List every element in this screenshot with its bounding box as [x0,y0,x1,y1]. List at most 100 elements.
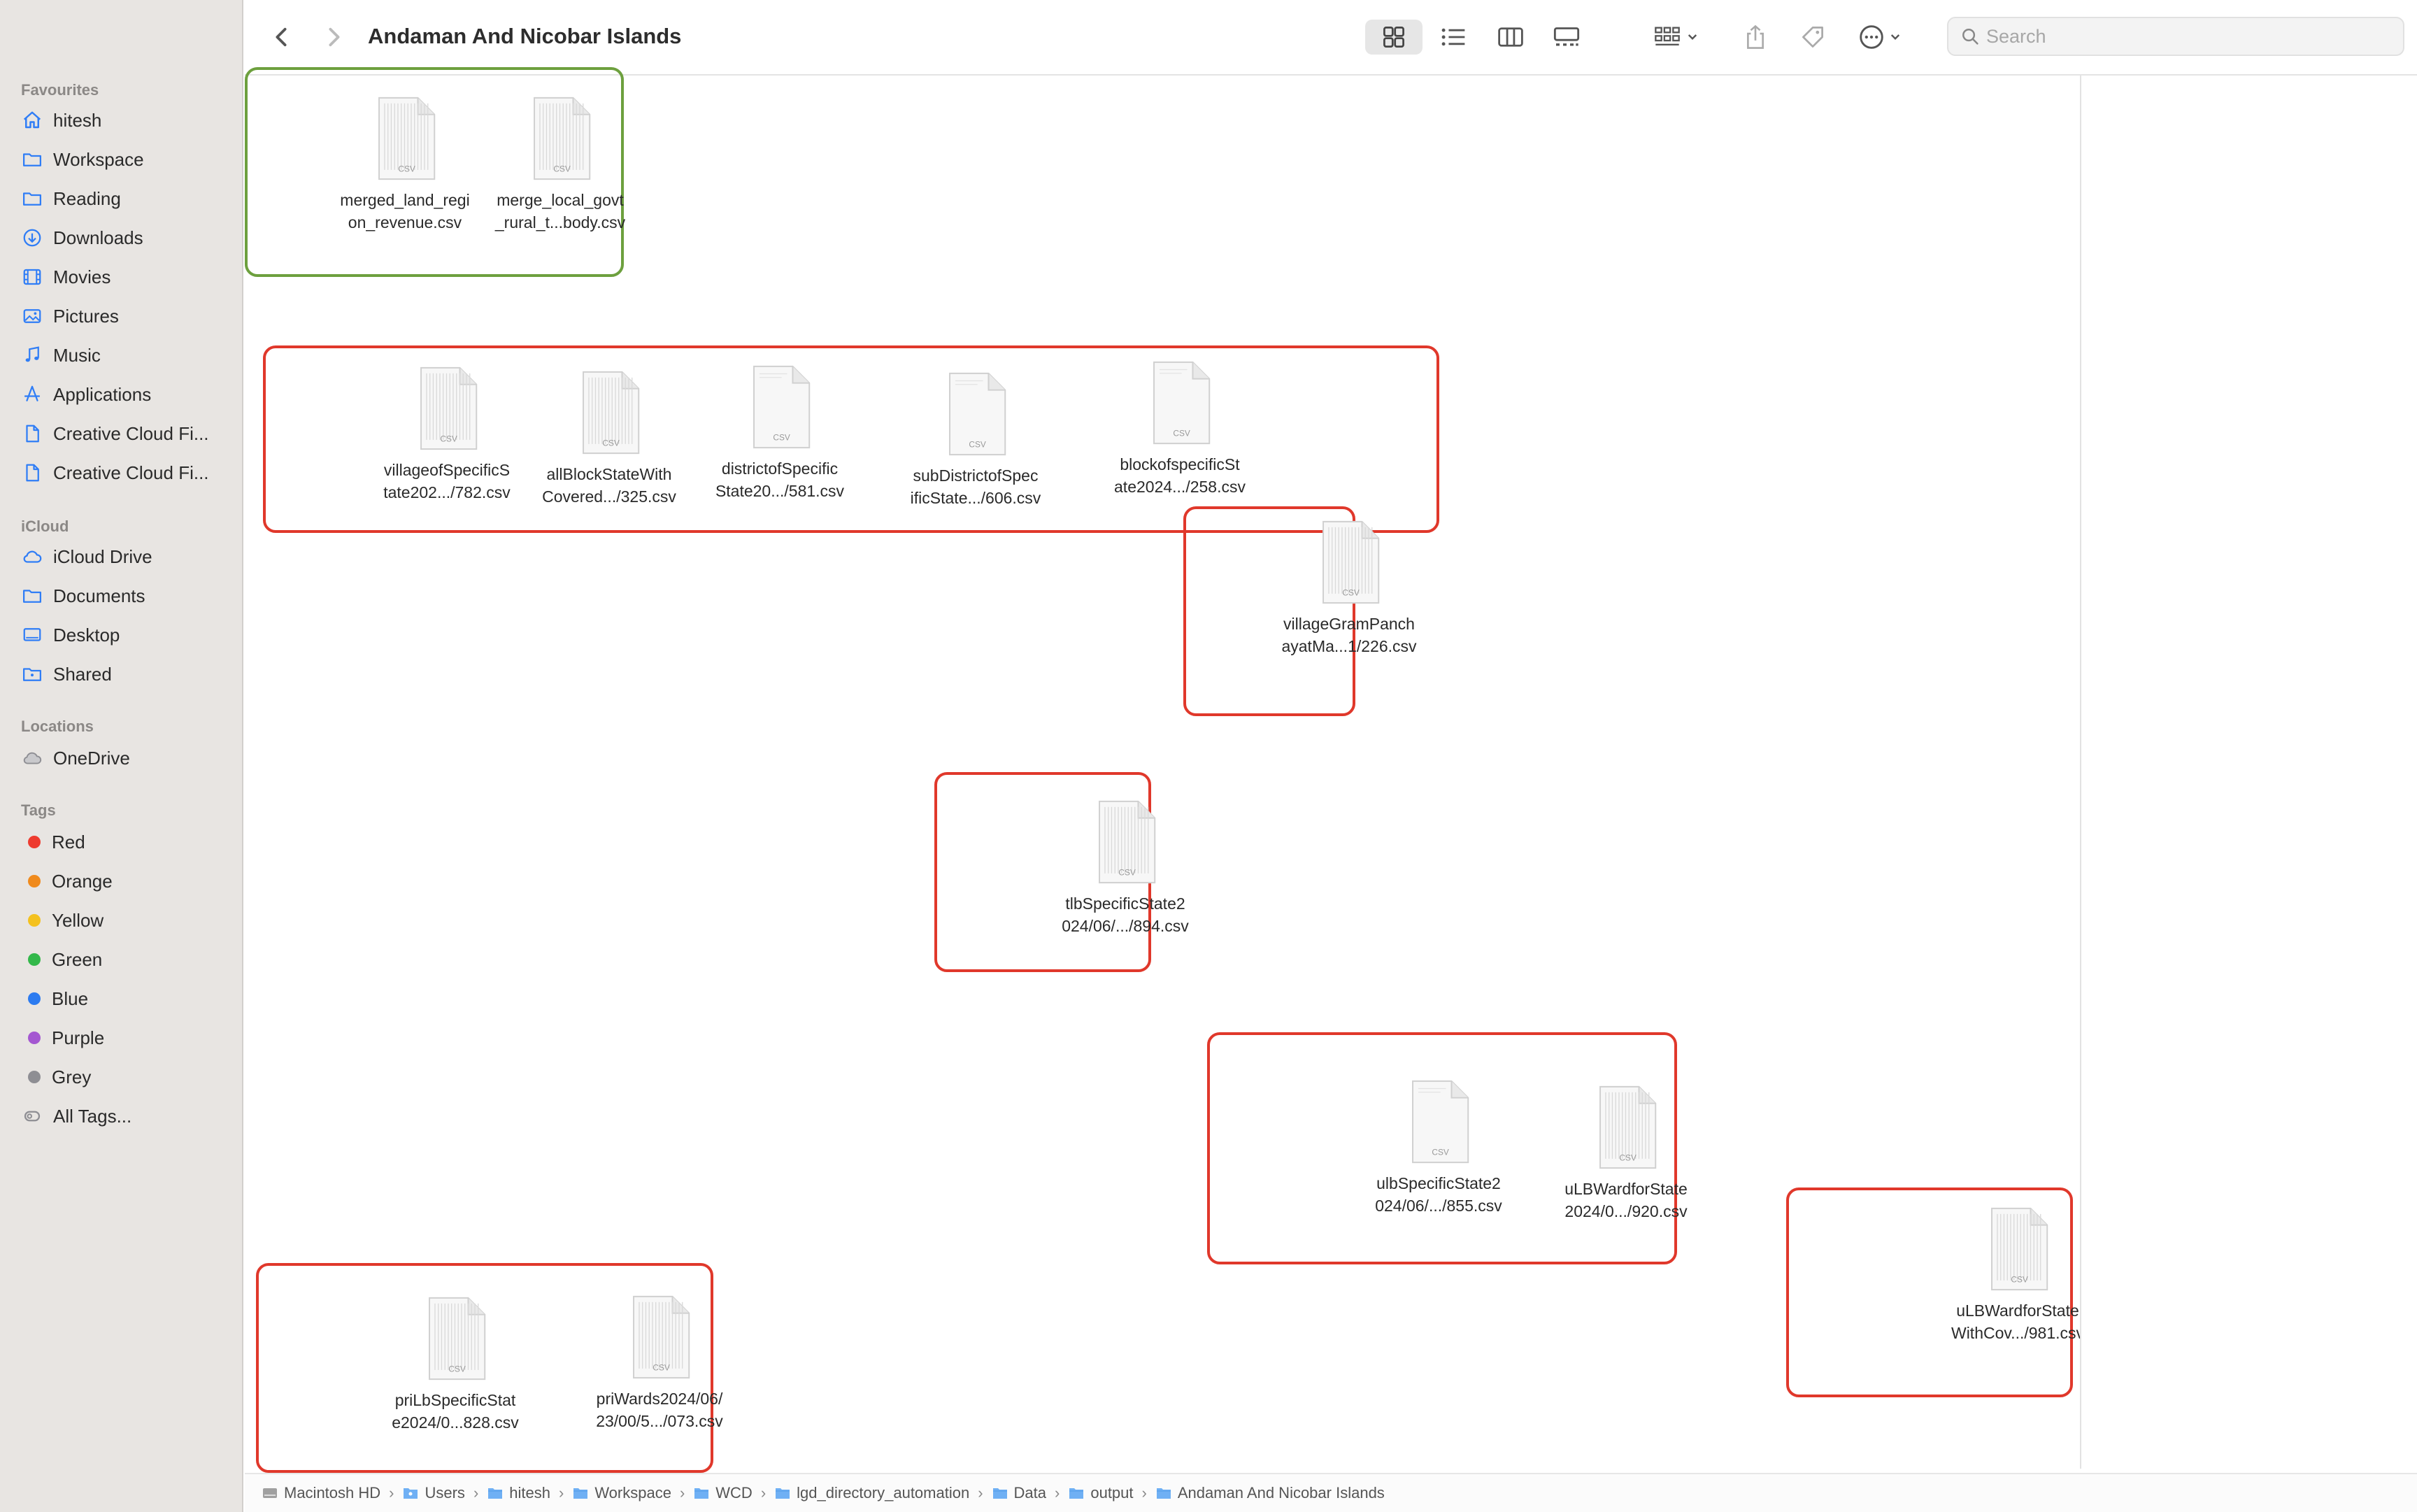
film-icon [18,263,46,291]
csv-badge: CSV [1342,588,1359,598]
sidebar-item-label: Creative Cloud Fi... [53,462,209,483]
preview-pane [2080,76,2417,1469]
tag-icon [1802,27,1823,48]
csv-file-icon: CSV [753,365,811,449]
file-name: priWards2024/06/ 23/00/5.../073.csv [576,1388,743,1432]
document-icon [18,459,46,487]
sidebar-item-pictures[interactable]: Pictures [18,299,119,333]
sidebar-item-label: Shared [53,663,112,685]
highlight-box-red [1183,506,1355,716]
sidebar-item-applications[interactable]: Applications [18,378,151,411]
locations-heading: Locations [21,718,94,735]
icon-view-button[interactable] [1365,20,1423,55]
file-item[interactable]: CSV merge_local_govt _rural_t...body.csv [480,92,641,234]
path-crumb[interactable]: Macintosh HD [262,1484,380,1502]
path-crumb[interactable]: WCD [693,1484,753,1502]
search-field[interactable] [1947,17,2404,56]
file-name-line: on_revenue.csv [348,213,462,231]
highlight-box-red [1207,1032,1677,1264]
path-crumb-label: Macintosh HD [284,1484,381,1502]
file-item[interactable]: CSV priLbSpecificStat e2024/0...828.csv [375,1292,536,1434]
sidebar-item-reading[interactable]: Reading [18,182,121,215]
sidebar-item-onedrive[interactable]: OneDrive [18,741,130,775]
sidebar-item-downloads[interactable]: Downloads [18,221,143,255]
more-actions-button[interactable] [1846,20,1913,55]
sidebar-item-creative-cloud-1[interactable]: Creative Cloud Fi... [18,417,209,450]
file-item[interactable]: CSV villageGramPanch ayatMa...1/226.csv [1269,516,1429,657]
chevron-left-icon [276,27,287,47]
cloud-icon [18,543,46,571]
sidebar-tag-green[interactable]: Green [18,943,102,976]
file-item[interactable]: CSV districtofSpecific State20.../581.cs… [699,361,860,502]
path-crumb[interactable]: hitesh [487,1484,550,1502]
group-by-button[interactable] [1642,20,1709,55]
file-item[interactable]: CSV merged_land_regi on_revenue.csv [325,92,485,234]
path-crumb[interactable]: Data [992,1484,1046,1502]
path-crumb[interactable]: Andaman And Nicobar Islands [1155,1484,1385,1502]
sidebar-item-music[interactable]: Music [18,338,101,372]
shared-folder-icon [18,660,46,688]
file-name-line: WithCov.../981.csv [1951,1324,2085,1342]
share-button[interactable] [1734,18,1776,56]
sidebar-item-workspace[interactable]: Workspace [18,143,144,176]
file-item[interactable]: CSV subDistrictofSpec ificState.../606.c… [895,368,1056,509]
sidebar-tag-yellow[interactable]: Yellow [18,904,104,937]
path-crumb[interactable]: Users [402,1484,465,1502]
sidebar-item-movies[interactable]: Movies [18,260,110,294]
csv-file-icon: CSV [429,1297,486,1381]
column-view-button[interactable] [1484,20,1537,55]
file-name-line: uLBWardforState [1956,1301,2079,1320]
sidebar-tag-red[interactable]: Red [18,825,85,859]
path-crumb[interactable]: output [1068,1484,1134,1502]
file-item[interactable]: CSV ulbSpecificState2 024/06/.../855.csv [1358,1076,1519,1217]
highlight-box-red [1786,1188,2073,1397]
path-crumb[interactable]: Workspace [572,1484,671,1502]
sidebar-tag-purple[interactable]: Purple [18,1021,104,1055]
file-item[interactable]: CSV uLBWardforState 2024/0.../920.csv [1546,1081,1706,1222]
path-crumb-label: output [1090,1484,1134,1502]
sidebar-item-shared[interactable]: Shared [18,657,112,691]
file-item[interactable]: CSV villageofSpecificS tate202.../782.cs… [366,362,527,504]
forward-button[interactable] [318,21,351,53]
chevron-right-icon [329,27,340,47]
list-view-button[interactable] [1427,20,1480,55]
sidebar-item-desktop[interactable]: Desktop [18,618,120,652]
folder-icon [1156,1488,1171,1499]
path-crumb[interactable]: lgd_directory_automation [774,1484,969,1502]
highlight-box-red [256,1263,713,1473]
csv-file-icon: CSV [1322,520,1380,604]
sidebar: Favourites hitesh Workspace Reading Down… [0,0,243,1512]
tag-color-dot-icon [28,1032,41,1044]
path-separator-icon: › [558,1484,564,1502]
file-name-line: e2024/0...828.csv [392,1413,519,1432]
sidebar-tag-blue[interactable]: Blue [18,982,88,1015]
sidebar-item-creative-cloud-2[interactable]: Creative Cloud Fi... [18,456,209,490]
back-button[interactable] [264,21,298,53]
file-item[interactable]: CSV allBlockStateWith Covered.../325.csv [529,366,690,508]
file-item[interactable]: CSV uLBWardforState WithCov.../981.csv [1937,1203,2098,1344]
csv-badge: CSV [1173,429,1190,438]
file-item[interactable]: CSV blockofspecificSt ate2024.../258.csv [1099,357,1260,498]
sidebar-tag-orange[interactable]: Orange [18,864,113,898]
all-tags-icon [18,1102,46,1130]
folder-icon [992,1488,1007,1499]
tag-button[interactable] [1792,18,1834,56]
search-input[interactable] [1985,24,2379,48]
users-folder-icon [404,1488,418,1499]
sidebar-tag-all-tags[interactable]: All Tags... [18,1099,131,1133]
csv-badge: CSV [773,433,790,443]
file-item[interactable]: CSV tlbSpecificState2 024/06/.../894.csv [1045,796,1206,937]
csv-file-icon: CSV [633,1295,690,1379]
sidebar-item-label: Movies [53,266,111,287]
file-item[interactable]: CSV priWards2024/06/ 23/00/5.../073.csv [579,1291,740,1432]
gallery-view-button[interactable] [1540,20,1593,55]
csv-badge: CSV [1432,1148,1448,1157]
file-name-line: districtofSpecific [721,459,839,478]
sidebar-item-hitesh[interactable]: hitesh [18,104,101,137]
sidebar-tag-grey[interactable]: Grey [18,1060,91,1094]
file-name: villageofSpecificS tate202.../782.csv [363,459,531,504]
sidebar-item-documents[interactable]: Documents [18,579,145,613]
sidebar-item-icloud-drive[interactable]: iCloud Drive [18,540,152,573]
group-grid-icon [1655,27,1680,45]
sidebar-item-label: Grey [52,1066,92,1087]
